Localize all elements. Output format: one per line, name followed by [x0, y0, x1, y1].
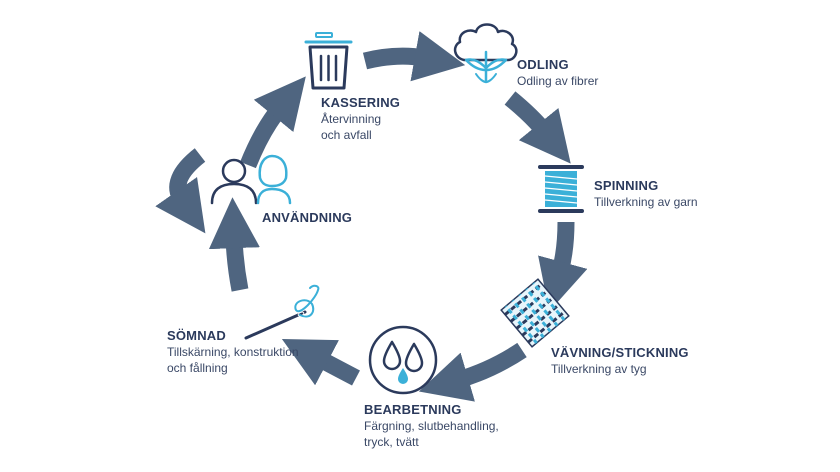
arrow-somnad-to-anvandning — [208, 197, 260, 292]
stage-title: VÄVNING/STICKNING — [551, 345, 689, 360]
stage-desc-line: och avfall — [321, 128, 372, 142]
stage-title: KASSERING — [321, 95, 401, 110]
stage-desc-line: Återvinning — [321, 112, 382, 126]
thread-spool-icon — [538, 165, 584, 213]
stage-title: SPINNING — [594, 178, 659, 193]
arrow-spinning-to-vavning — [538, 221, 588, 312]
stage-desc-line: Tillverkning av garn — [594, 195, 698, 209]
stage-desc-line: Tillskärning, konstruktion — [167, 345, 299, 359]
arrow-bearbetning-to-somnad — [281, 338, 360, 386]
arrow-odling-to-spinning — [504, 91, 571, 164]
stage-vavning: VÄVNING/STICKNING Tillverkning av tyg — [551, 345, 689, 377]
water-drops-icon — [368, 325, 438, 395]
stage-title: BEARBETNING — [364, 402, 462, 417]
stage-title: SÖMNAD — [167, 328, 226, 343]
needle-thread-icon — [244, 284, 320, 340]
arrow-anvandning-to-kassering — [240, 76, 306, 169]
stage-somnad: SÖMNAD Tillskärning, konstruktion och få… — [167, 328, 299, 376]
stage-title: ANVÄNDNING — [262, 210, 353, 225]
stage-bearbetning: BEARBETNING Färgning, slutbehandling, tr… — [364, 402, 499, 450]
stage-title: ODLING — [517, 57, 569, 72]
cotton-plant-icon — [453, 23, 518, 84]
stage-spinning: SPINNING Tillverkning av garn — [594, 178, 698, 210]
arrow-anvandning-loop — [155, 148, 206, 234]
stage-kassering: KASSERING Återvinning och avfall — [321, 95, 400, 143]
users-icon — [210, 154, 292, 205]
stage-odling: ODLING Odling av fibrer — [517, 57, 598, 89]
arrow-vavning-to-bearbetning — [418, 342, 527, 402]
stage-desc-line: Färgning, slutbehandling, — [364, 419, 499, 433]
trash-bin-icon — [304, 32, 353, 90]
arrow-kassering-to-odling — [362, 31, 466, 82]
woven-fabric-icon — [500, 278, 570, 348]
stage-anvandning: ANVÄNDNING — [262, 210, 352, 226]
stage-desc-line: och fållning — [167, 361, 228, 375]
stage-desc-line: Tillverkning av tyg — [551, 362, 647, 376]
stage-desc-line: tryck, tvätt — [364, 435, 419, 449]
stage-desc-line: Odling av fibrer — [517, 74, 599, 88]
